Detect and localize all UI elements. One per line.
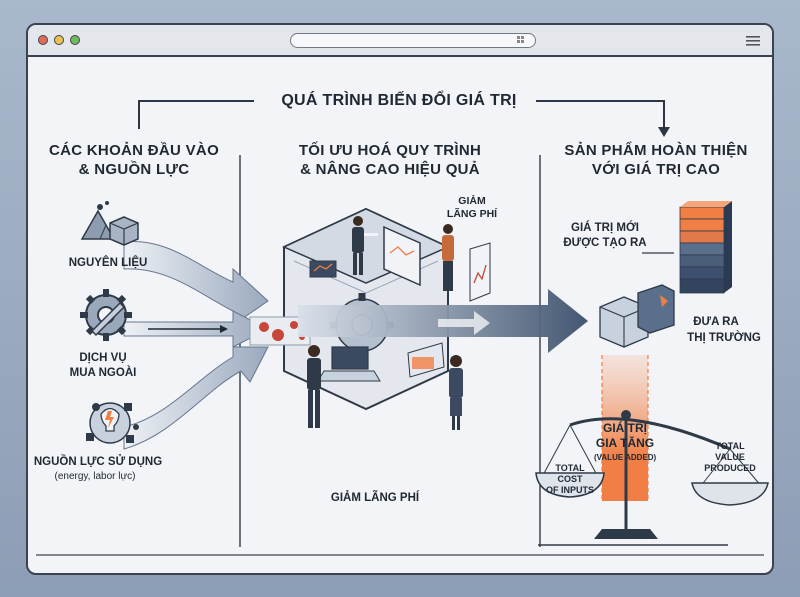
input-label-services-line1: DỊCH VỤ — [79, 352, 127, 364]
value-added-line3: (VALUE ADDED) — [594, 453, 657, 462]
market-line2: THỊ TRƯỜNG — [687, 332, 761, 344]
product-boxes — [599, 284, 675, 348]
produced-line1: TOTAL — [715, 441, 745, 451]
diagram-canvas: QUÁ TRÌNH BIẾN ĐỔI GIÁ TRỊ CÁC KHOẢN ĐẦU… — [28, 57, 772, 573]
output-arrow — [298, 289, 588, 353]
right-heading-line2: VỚI GIÁ TRỊ CAO — [591, 161, 721, 178]
cost-line2: COST — [557, 474, 583, 484]
energy-labor-icon — [86, 402, 139, 444]
value-added-line2: GIA TĂNG — [595, 436, 655, 450]
cost-line1: TOTAL — [555, 463, 585, 473]
person-3 — [307, 345, 321, 428]
input-label-services-line2: MUA NGOÀI — [69, 367, 137, 379]
balance-scale — [535, 410, 769, 546]
new-value-line2: ĐƯỢC TẠO RA — [563, 237, 647, 249]
cost-line3: OF INPUTS — [545, 485, 594, 495]
person-2 — [442, 224, 454, 291]
value-added-line1: GIÁ TRỊ — [603, 421, 647, 435]
person-4 — [449, 355, 463, 430]
right-heading-line1: SẢN PHẨM HOÀN THIỆN — [564, 142, 748, 159]
top-flow-arrow — [138, 100, 670, 137]
left-heading-line1: CÁC KHOẢN ĐẦU VÀO — [48, 142, 220, 159]
page-title: QUÁ TRÌNH BIẾN ĐỔI GIÁ TRỊ — [281, 92, 517, 109]
raw-materials-icon — [80, 201, 139, 246]
value-stack — [642, 201, 732, 294]
new-value-line1: GIÁ TRỊ MỚI — [571, 222, 639, 234]
waste-top-line2: LÃNG PHÍ — [446, 208, 498, 220]
browser-window: QUÁ TRÌNH BIẾN ĐỔI GIÁ TRỊ CÁC KHOẢN ĐẦU… — [26, 23, 774, 575]
input-arrows — [123, 240, 270, 450]
people-figures — [307, 216, 463, 430]
waste-top-line1: GIẢM — [458, 195, 486, 207]
waste-bottom-label: GIẢM LÃNG PHÍ — [330, 492, 420, 504]
market-line1: ĐƯA RA — [693, 316, 739, 328]
gear-wrench-icon — [80, 289, 132, 341]
address-bar[interactable] — [290, 33, 536, 48]
browser-titlebar — [28, 25, 772, 57]
left-heading-line2: & NGUỒN LỰC — [78, 161, 190, 178]
maximize-dot-icon[interactable] — [70, 35, 80, 45]
minimize-dot-icon[interactable] — [54, 35, 64, 45]
produced-line2: VALUE — [715, 452, 745, 462]
person-1 — [352, 216, 378, 275]
close-dot-icon[interactable] — [38, 35, 48, 45]
input-label-materials: NGUYÊN LIỆU — [68, 257, 148, 269]
input-label-resources: NGUỒN LỰC SỬ DỤNG — [33, 456, 163, 468]
middle-heading-line1: TỐI ƯU HOÁ QUY TRÌNH — [298, 142, 482, 159]
diagram-graphics — [36, 100, 769, 556]
input-note-resources: (energy, labor lực) — [54, 471, 136, 482]
produced-line3: PRODUCED — [704, 463, 756, 473]
middle-heading-line2: & NÂNG CAO HIỆU QUẢ — [300, 161, 480, 178]
tabs-grid-icon — [517, 36, 524, 43]
menu-icon[interactable] — [746, 36, 760, 46]
